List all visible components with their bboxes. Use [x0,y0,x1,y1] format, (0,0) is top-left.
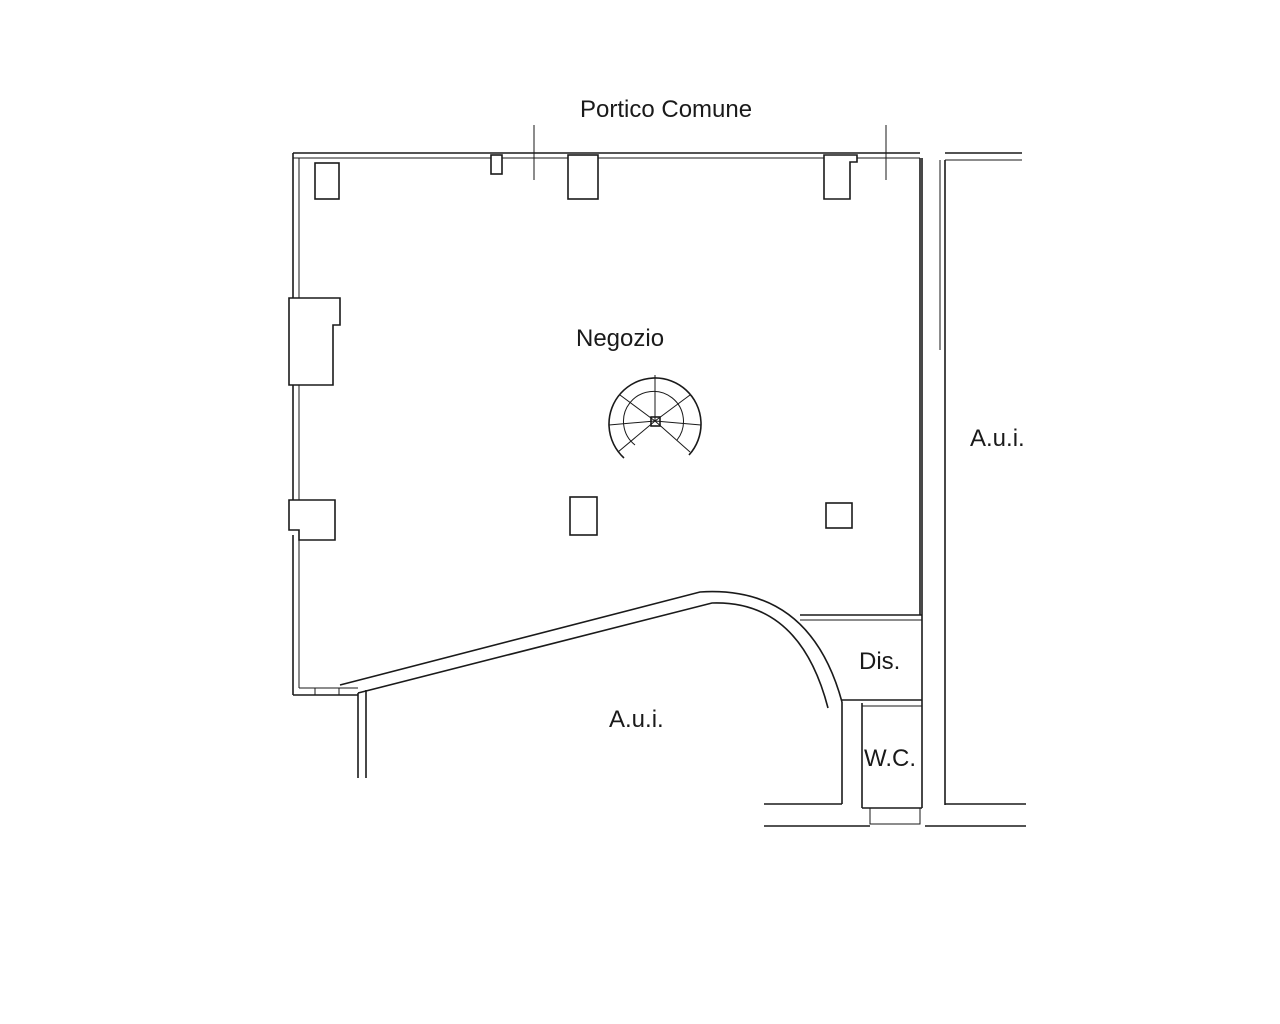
spiral-staircase [608,375,702,459]
interior-pillars [569,496,853,536]
top-pillars [314,154,858,200]
negozio-label: Negozio [576,325,664,352]
aui-right-label: A.u.i. [970,425,1025,452]
left-pillars [288,297,341,541]
left-wall [292,153,358,696]
dis-room [800,614,922,701]
entrance-marks [533,125,887,180]
dis-label: Dis. [859,648,900,675]
top-wall [293,152,1022,161]
wc-label: W.C. [864,745,916,772]
portico-label: Portico Comune [580,96,752,123]
wc-room [764,702,922,827]
dividing-wall [339,590,843,778]
aui-bottom-label: A.u.i. [609,706,664,733]
right-walls [919,158,1026,827]
